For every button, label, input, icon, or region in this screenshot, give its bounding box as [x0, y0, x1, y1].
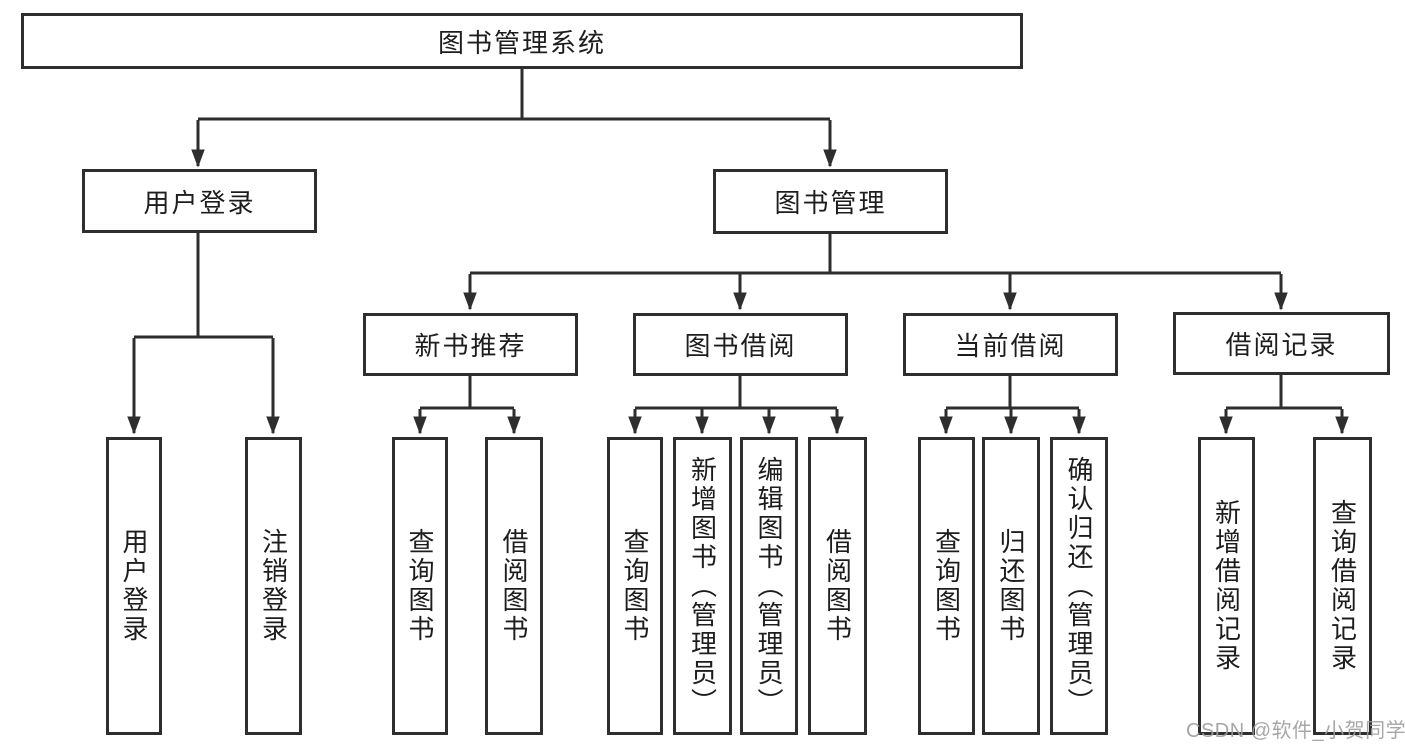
leaf-query-books-2-label: 查询图书 — [620, 528, 650, 644]
leaf-user-login: 用户登录 — [106, 437, 162, 735]
connector-current-borrowing-stem — [946, 376, 1079, 410]
connector-new-book-recommend-stem — [420, 376, 514, 410]
leaf-logout-label: 注销登录 — [258, 528, 289, 644]
node-root-label: 图书管理系统 — [437, 27, 606, 58]
leaf-add-borrow-record: 新增借阅记录 — [1198, 437, 1255, 735]
node-book-management: 图书管理 — [713, 169, 948, 234]
leaf-confirm-return-admin-label: 确认归还（管理员） — [1064, 455, 1094, 717]
leaf-confirm-return-admin: 确认归还（管理员） — [1050, 437, 1108, 735]
leaf-logout: 注销登录 — [245, 437, 302, 735]
leaf-add-borrow-record-label: 新增借阅记录 — [1211, 499, 1242, 673]
node-user-login: 用户登录 — [82, 169, 317, 233]
node-root: 图书管理系统 — [21, 13, 1023, 69]
leaf-borrow-books-2-label: 借阅图书 — [822, 528, 853, 644]
leaf-add-books-admin-label: 新增图书（管理员） — [687, 455, 718, 717]
connector-book-borrowing-stem — [635, 376, 837, 410]
node-user-login-label: 用户登录 — [143, 187, 256, 218]
connector-user-login-stem — [134, 233, 273, 339]
node-current-borrowing: 当前借阅 — [903, 313, 1118, 376]
node-current-borrowing-label: 当前借阅 — [954, 331, 1067, 361]
node-new-book-recommend-label: 新书推荐 — [414, 331, 527, 361]
leaf-return-books-label: 归还图书 — [996, 528, 1026, 644]
leaf-query-books-1-label: 查询图书 — [405, 528, 435, 644]
leaf-query-books-3-label: 查询图书 — [931, 528, 962, 644]
connector-book-management-stem — [470, 234, 1281, 275]
leaf-borrow-books-1-label: 借阅图书 — [499, 528, 529, 644]
leaf-query-books-3: 查询图书 — [918, 437, 975, 735]
node-borrowing-records: 借阅记录 — [1173, 312, 1390, 375]
watermark-text: CSDN @软件_小贺同学 — [1186, 720, 1405, 742]
node-book-borrowing: 图书借阅 — [633, 313, 848, 376]
connector-borrowing-records-stem — [1226, 375, 1342, 410]
leaf-query-books-1: 查询图书 — [392, 437, 448, 735]
leaf-borrow-books-2: 借阅图书 — [808, 437, 867, 735]
connector-root-stem — [198, 69, 830, 121]
leaf-edit-books-admin-label: 编辑图书（管理员） — [754, 455, 784, 717]
leaf-edit-books-admin: 编辑图书（管理员） — [740, 437, 798, 735]
leaf-return-books: 归还图书 — [982, 437, 1040, 735]
node-book-management-label: 图书管理 — [774, 188, 887, 218]
leaf-query-borrow-record: 查询借阅记录 — [1313, 437, 1372, 735]
leaf-borrow-books-1: 借阅图书 — [485, 437, 543, 735]
node-book-borrowing-label: 图书借阅 — [684, 331, 797, 361]
leaf-add-books-admin: 新增图书（管理员） — [673, 437, 732, 735]
node-borrowing-records-label: 借阅记录 — [1225, 330, 1338, 360]
node-new-book-recommend: 新书推荐 — [363, 313, 578, 376]
leaf-query-books-2: 查询图书 — [607, 437, 663, 735]
leaf-query-borrow-record-label: 查询借阅记录 — [1327, 499, 1358, 673]
leaf-user-login-label: 用户登录 — [119, 528, 149, 644]
